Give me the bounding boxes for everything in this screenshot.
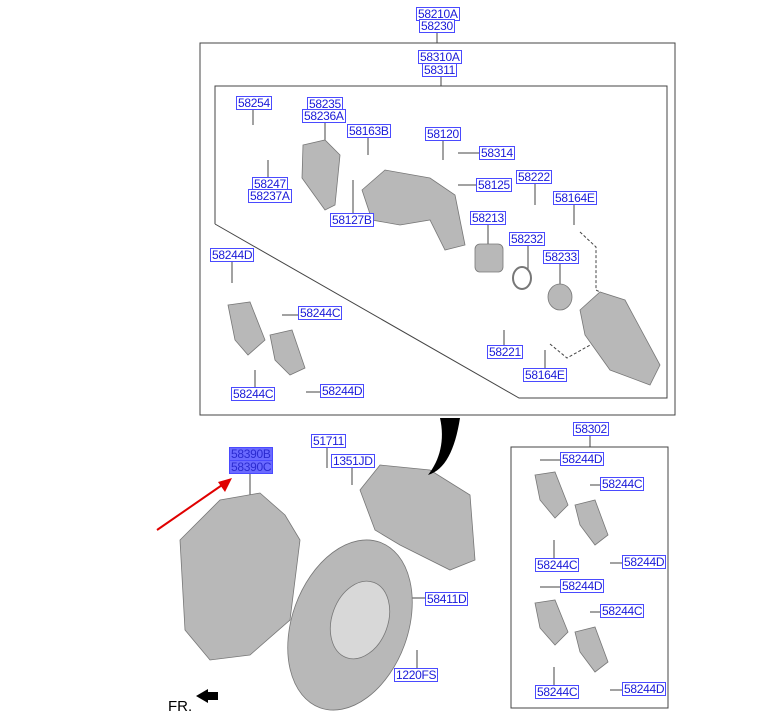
caliper-assembly xyxy=(359,464,476,571)
part-label[interactable]: 58213 xyxy=(470,211,506,225)
brake-pad xyxy=(269,329,306,376)
part-label[interactable]: 58244C xyxy=(535,558,580,572)
part-label[interactable]: 58221 xyxy=(487,345,523,359)
caliper-body xyxy=(361,169,466,251)
pointer-wedge xyxy=(428,418,460,475)
part-label[interactable]: 58244C xyxy=(600,604,645,618)
piston-boot xyxy=(547,283,573,311)
part-label[interactable]: 58230 xyxy=(419,19,455,33)
highlight-arrow xyxy=(156,482,226,531)
part-label[interactable]: 51711 xyxy=(311,434,346,448)
caliper-subassembly-frame xyxy=(214,85,668,399)
part-label[interactable]: 58244D xyxy=(560,452,605,466)
part-label[interactable]: 58244C xyxy=(600,477,645,491)
part-label[interactable]: 58163B xyxy=(347,124,391,138)
part-label[interactable]: 58164E xyxy=(523,368,567,382)
part-label[interactable]: 58125 xyxy=(476,178,512,192)
part-label-highlighted[interactable]: 58390B xyxy=(229,447,273,461)
part-label[interactable]: 58232 xyxy=(509,232,545,246)
part-label[interactable]: 58244D xyxy=(622,682,667,696)
part-label[interactable]: 58244C xyxy=(231,387,276,401)
part-label[interactable]: 58254 xyxy=(236,96,272,110)
brake-pad xyxy=(227,301,266,356)
part-label[interactable]: 58244C xyxy=(535,685,580,699)
part-label[interactable]: 58233 xyxy=(543,250,579,264)
part-label[interactable]: 58222 xyxy=(516,170,552,184)
part-label[interactable]: 1351JD xyxy=(331,454,375,468)
part-label[interactable]: 58314 xyxy=(479,146,515,160)
front-direction-label: FR. xyxy=(168,698,193,715)
front-arrow-icon xyxy=(196,689,218,703)
part-label[interactable]: 58120 xyxy=(425,127,461,141)
part-label[interactable]: 58127B xyxy=(330,213,374,227)
bracket xyxy=(301,139,341,211)
part-label[interactable]: 58310A xyxy=(418,50,462,64)
part-label[interactable]: 58244D xyxy=(622,555,667,569)
part-label[interactable]: 58302 xyxy=(573,422,609,436)
part-label-highlighted[interactable]: 58390C xyxy=(229,460,274,474)
arrow-head-icon xyxy=(218,478,232,492)
pad-kit-frame xyxy=(510,446,669,709)
part-label[interactable]: 58411D xyxy=(425,592,469,606)
part-label[interactable]: 58244D xyxy=(560,579,605,593)
caliper-bracket xyxy=(579,291,661,386)
part-label[interactable]: 58244C xyxy=(298,306,343,320)
part-label[interactable]: 58244D xyxy=(320,384,365,398)
part-label[interactable]: 58237A xyxy=(248,189,292,203)
dust-shield xyxy=(179,492,301,661)
part-label[interactable]: 58164E xyxy=(553,191,597,205)
piston-seal xyxy=(512,266,532,290)
part-label[interactable]: 58236A xyxy=(302,109,346,123)
piston xyxy=(474,243,504,273)
part-label[interactable]: 58311 xyxy=(422,63,457,77)
part-label[interactable]: 58244D xyxy=(210,248,255,262)
part-label[interactable]: 1220FS xyxy=(394,668,439,682)
part-label[interactable]: 58247 xyxy=(252,177,288,191)
